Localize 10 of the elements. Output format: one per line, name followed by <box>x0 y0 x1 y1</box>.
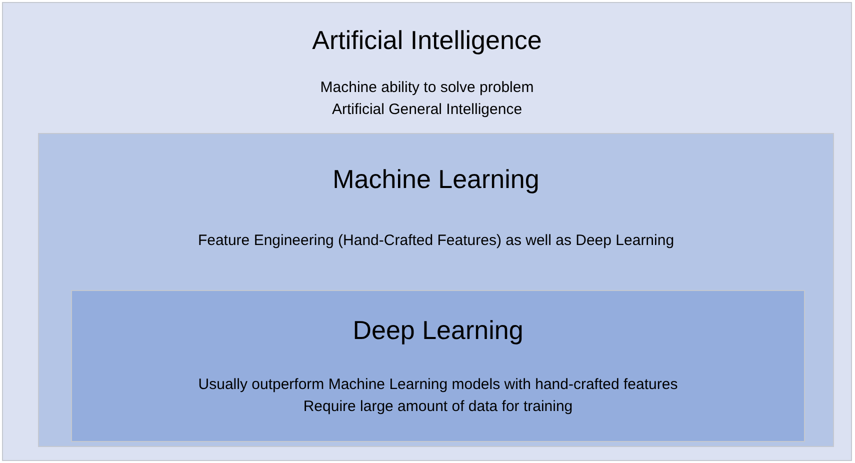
heading: Artificial Intelligence <box>311 25 543 56</box>
heading: Machine Learning <box>332 164 540 195</box>
description-text: Feature Engineering (Hand-Crafted Features) as well as Deep Learning <box>196 232 676 249</box>
heading: Deep Learning <box>352 315 524 346</box>
innermost-panel <box>71 290 805 442</box>
inner-panel <box>38 133 834 447</box>
description-text: Machine ability to solve problem <box>319 79 535 96</box>
description-text: Usually outperform Machine Learning models with hand-crafted features <box>197 376 679 393</box>
description-text: Artificial General Intelligence <box>330 101 524 118</box>
description-text: Require large amount of data for training <box>302 398 574 415</box>
